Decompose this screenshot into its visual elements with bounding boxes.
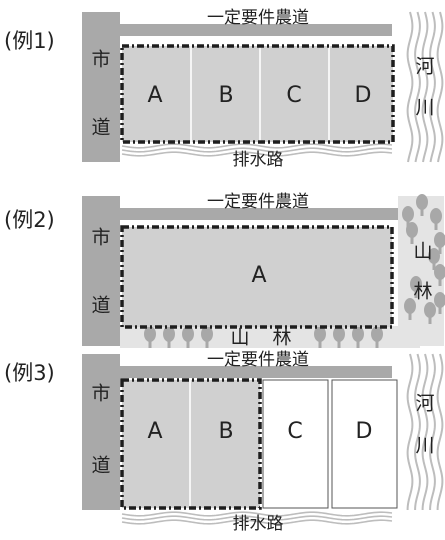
agricultural-road	[120, 366, 392, 378]
example-3-label: (例3)	[4, 361, 55, 385]
plot-label: A	[147, 419, 162, 444]
river-char: 川	[415, 97, 434, 119]
plot-label: C	[286, 83, 301, 108]
agricultural-road-label: 一定要件農道	[207, 192, 309, 212]
example-3: (例3) 一定要件農道 市 道 河 川 A B C D 排水路	[4, 350, 444, 534]
river-char: 川	[415, 435, 434, 457]
drainage-label: 排水路	[233, 150, 284, 170]
agricultural-road	[120, 208, 398, 220]
city-road-char: 市	[91, 383, 110, 405]
ditch-wave-line	[121, 143, 393, 149]
river-wave-line	[421, 353, 429, 511]
ditch-wave-line	[121, 147, 393, 153]
plot-a	[122, 46, 191, 142]
river-wave-line	[436, 353, 444, 511]
city-road	[82, 354, 120, 510]
city-road-char: 市	[91, 227, 110, 249]
city-road-char: 道	[91, 117, 110, 139]
plot-label: A	[251, 263, 266, 288]
city-road-char: 道	[91, 455, 110, 477]
forest-char: 林	[413, 281, 432, 303]
plot-label: B	[218, 419, 233, 444]
river-wave-line	[436, 11, 444, 163]
river-wave-line	[414, 353, 421, 511]
boundary	[120, 44, 395, 144]
river-wave-line	[429, 353, 436, 511]
example-2: (例2) 一定要件農道 市 道 山 林 A 山 林	[4, 192, 445, 349]
river-char: 河	[415, 393, 434, 415]
ditch-wave-line	[121, 511, 393, 517]
river-wave-line	[429, 11, 436, 163]
city-road-char: 道	[91, 295, 110, 317]
city-road-char: 市	[91, 49, 110, 71]
river-wave-line	[414, 11, 421, 163]
drainage-ditch	[121, 511, 393, 525]
forest-bottom	[120, 326, 420, 348]
agricultural-road-label: 一定要件農道	[207, 8, 309, 28]
example-1-label: (例1)	[4, 29, 55, 53]
example-2-label: (例2)	[4, 208, 55, 232]
plot-label: B	[218, 83, 233, 108]
forest-char: 林	[272, 327, 291, 349]
river-wave-line	[406, 353, 414, 511]
plot-a	[122, 227, 392, 327]
drainage-label: 排水路	[233, 514, 284, 534]
agricultural-road-label: 一定要件農道	[207, 350, 309, 370]
city-road	[82, 12, 120, 162]
plot-c	[262, 379, 329, 509]
agricultural-road	[120, 24, 392, 36]
ditch-wave-line	[121, 519, 393, 525]
plot-b	[191, 46, 260, 142]
plot-a	[122, 380, 190, 508]
city-road	[82, 196, 120, 346]
boundary	[120, 378, 262, 510]
forest-char: 山	[413, 241, 432, 263]
drainage-ditch	[121, 143, 393, 157]
river	[406, 11, 444, 163]
ditch-wave-line	[121, 151, 393, 157]
plot-d	[329, 46, 393, 142]
plot-label: C	[287, 419, 302, 444]
ditch-wave-line	[121, 515, 393, 521]
plot-label: D	[356, 419, 373, 444]
plot-d	[331, 379, 398, 509]
boundary	[120, 225, 394, 329]
river	[406, 353, 444, 511]
forest-char: 山	[230, 327, 249, 349]
plot-b	[190, 380, 260, 508]
river-char: 河	[415, 56, 434, 78]
plot-c	[260, 46, 329, 142]
plots	[122, 46, 393, 142]
plot-label: A	[147, 83, 162, 108]
river-wave-line	[406, 11, 414, 163]
plot-label: D	[355, 83, 372, 108]
river-wave-line	[421, 11, 429, 163]
example-1: (例1) 一定要件農道 市 道 河 川 A B C D 排水路	[4, 8, 444, 170]
